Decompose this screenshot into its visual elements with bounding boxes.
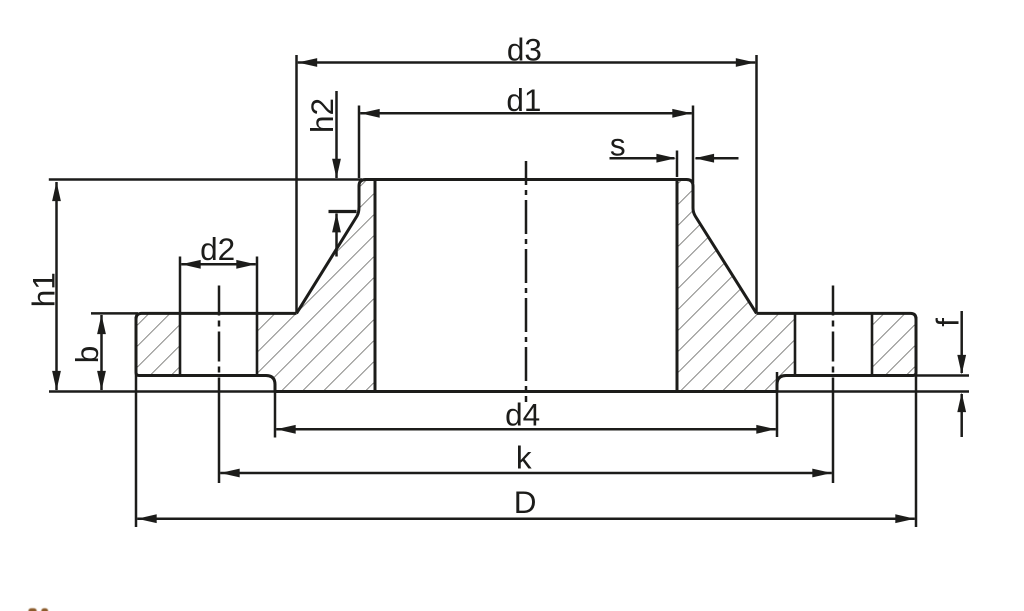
svg-text:D: D — [514, 484, 537, 520]
svg-text:d4: d4 — [505, 397, 540, 433]
svg-text:d1: d1 — [506, 82, 541, 118]
svg-text:h1: h1 — [26, 272, 62, 307]
svg-text:d2: d2 — [200, 231, 235, 267]
svg-text:k: k — [516, 440, 532, 476]
svg-text:h2: h2 — [304, 98, 340, 133]
svg-text:s: s — [610, 126, 626, 162]
svg-text:b: b — [69, 346, 105, 364]
svg-text:d3: d3 — [507, 32, 542, 68]
svg-text:f: f — [929, 318, 965, 327]
